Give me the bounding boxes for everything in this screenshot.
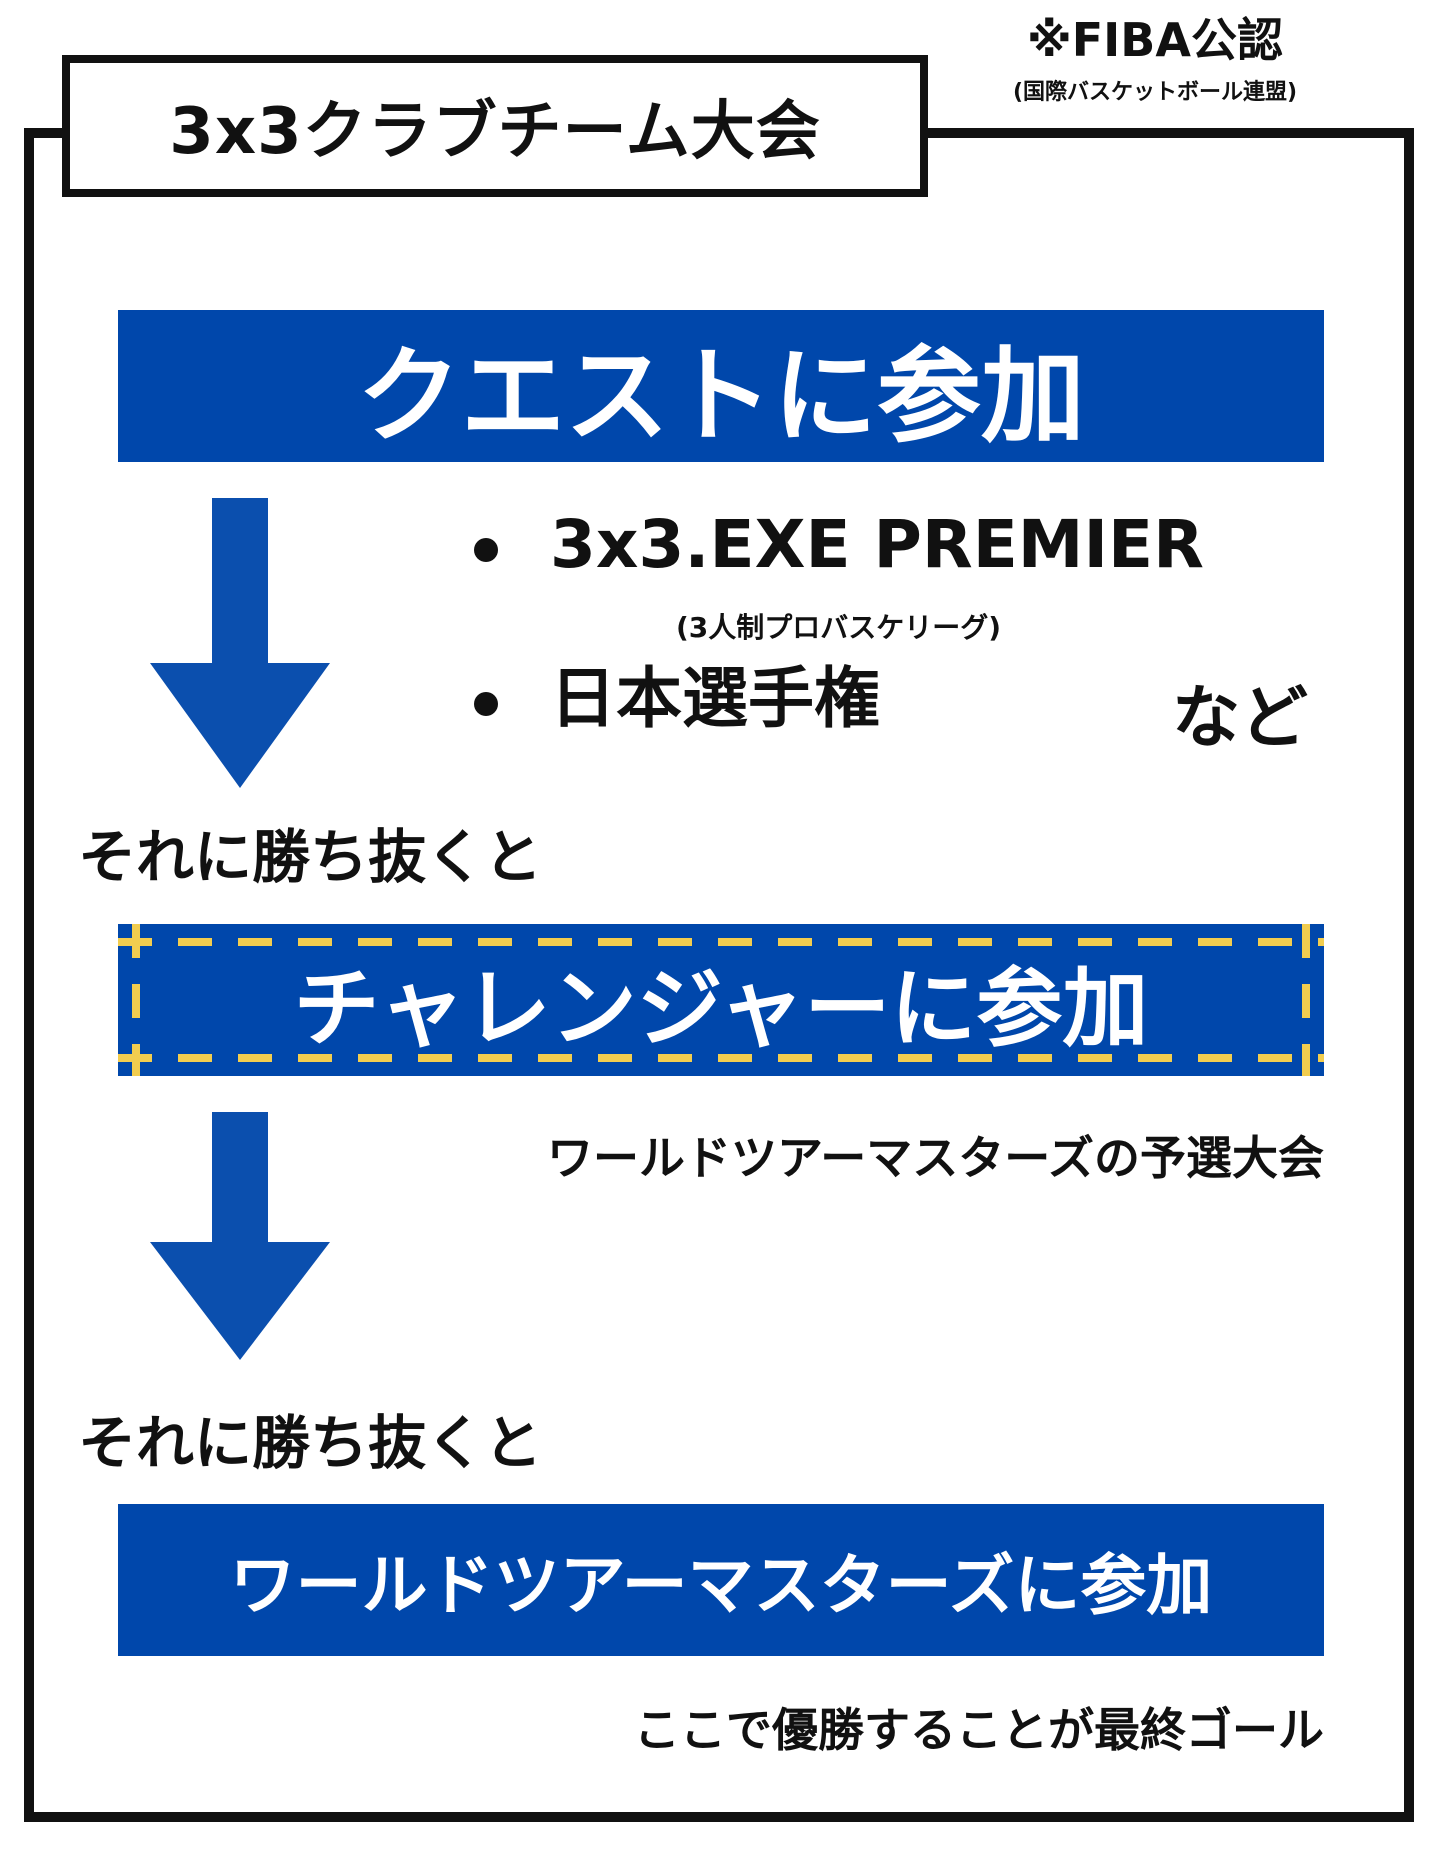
quest-banner: クエストに参加 bbox=[118, 310, 1324, 462]
down-arrow-icon bbox=[150, 1112, 330, 1360]
world-tour-caption: ここで優勝することが最終ゴール bbox=[634, 1703, 1324, 1757]
challenger-caption: ワールドツアーマスターズの予選大会 bbox=[547, 1131, 1324, 1185]
diagram-title: 3x3クラブチーム大会 bbox=[62, 55, 928, 197]
world-tour-banner: ワールドツアーマスターズに参加 bbox=[118, 1504, 1324, 1656]
challenger-banner: チャレンジャーに参加 bbox=[118, 924, 1324, 1076]
list-item-label: 日本選手権 bbox=[550, 660, 880, 737]
list-suffix: など bbox=[1172, 679, 1309, 758]
list-item: 日本選手権 bbox=[470, 666, 880, 732]
list-item-sublabel: (3人制プロバスケリーグ) bbox=[676, 611, 1002, 644]
fiba-note: ※FIBA公認 bbox=[1027, 13, 1283, 67]
fiba-note-sub: (国際バスケットボール連盟) bbox=[1012, 80, 1298, 105]
list-item-label: 3x3.EXE PREMIER bbox=[550, 506, 1204, 583]
list-item: 3x3.EXE PREMIER bbox=[470, 512, 1204, 578]
down-arrow-icon bbox=[150, 498, 330, 788]
connector-text: それに勝ち抜くと bbox=[78, 1409, 543, 1477]
connector-text: それに勝ち抜くと bbox=[78, 823, 543, 891]
